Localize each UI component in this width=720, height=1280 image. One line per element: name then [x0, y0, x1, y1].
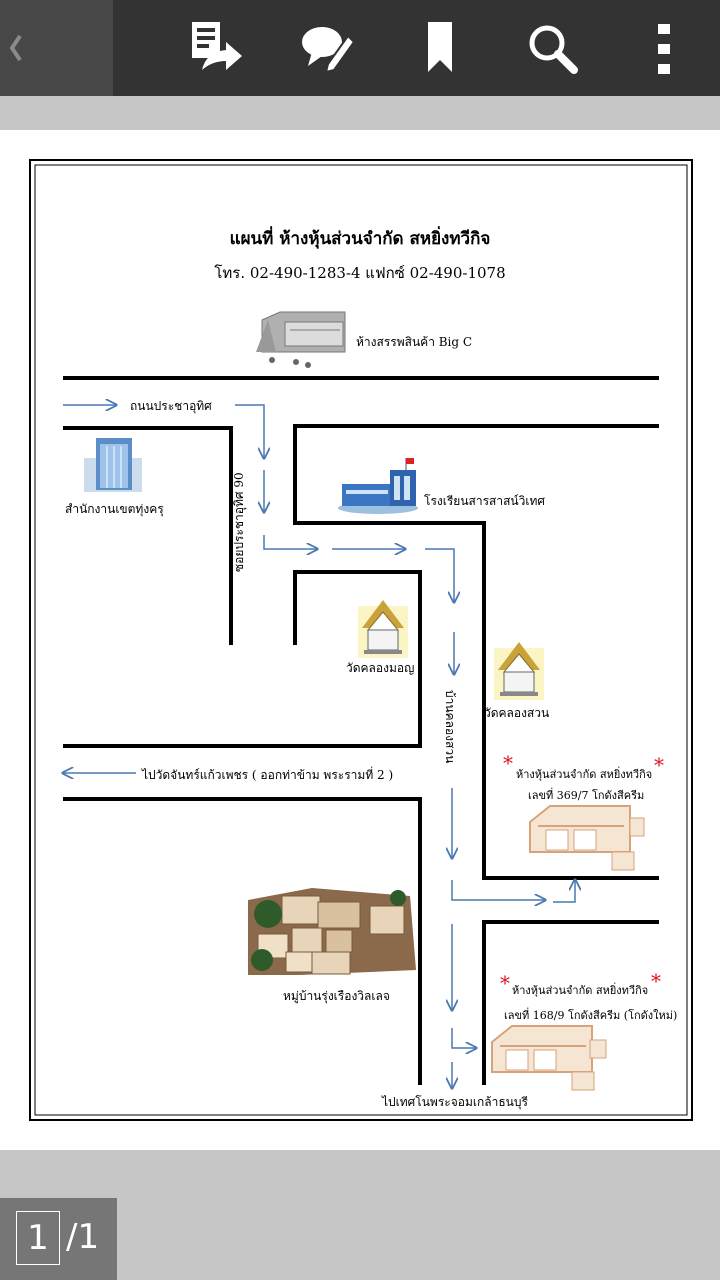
search-icon: [529, 25, 578, 74]
top-toolbar: [0, 0, 720, 96]
total-pages: /1: [66, 1217, 100, 1257]
map-frame-inner: [34, 164, 688, 1116]
arrow-up-7: [553, 880, 575, 903]
label-road1: ถนนประชาอุทิศ: [130, 399, 212, 414]
arrow-turn-right-9: [451, 1028, 476, 1048]
label-bigc: ห้างสรรพสินค้า Big C: [356, 335, 472, 349]
star-icon: *: [503, 751, 513, 775]
temple-icon-1: [358, 600, 408, 658]
star-icon: *: [654, 753, 664, 777]
page-indicator[interactable]: 1 /1: [0, 1198, 117, 1280]
export-share-button[interactable]: [180, 14, 248, 82]
annotate-button[interactable]: [294, 14, 362, 82]
search-button[interactable]: [518, 14, 586, 82]
bookmark-button[interactable]: [406, 14, 474, 82]
map-frame-outer: [29, 159, 693, 1121]
arrow-turn-down-3: [425, 548, 454, 602]
star-icon: *: [651, 969, 661, 993]
back-button[interactable]: [0, 0, 113, 96]
arrow-turn-right-1: [263, 535, 317, 549]
label-office: สำนักงานเขตทุ่งครุ: [65, 502, 164, 517]
bookmark-icon: [428, 22, 452, 72]
chevron-left-icon: [9, 34, 22, 62]
map-phone: โทร. 02-490-1283-4 แฟกซ์ 02-490-1078: [214, 264, 505, 282]
map-title: แผนที่ ห้างหุ้นส่วนจำกัด สหยิ่งทวีกิจ: [230, 226, 491, 249]
label-road2: บ้านคลองสวน: [443, 690, 457, 763]
warehouse-icon-2: [491, 1025, 607, 1091]
location-map: แผนที่ ห้างหุ้นส่วนจำกัด สหยิ่งทวีกิจ โท…: [29, 159, 693, 1121]
overflow-menu-icon: [658, 24, 670, 74]
road-block-middle: [63, 570, 422, 748]
road-block-bottom-left: [63, 797, 422, 1085]
annotate-comment-icon: [302, 27, 356, 74]
bigc-building-icon: [256, 311, 346, 368]
office-building-icon: [84, 438, 142, 492]
temple-icon-2: [494, 642, 544, 700]
label-warehouse1-name: ห้างหุ้นส่วนจำกัด สหยิ่งทวีกิจ: [516, 766, 652, 781]
road-block-left: [63, 426, 233, 645]
label-wat2: วัดคลองสวน: [484, 706, 549, 720]
label-school: โรงเรียนสารสาสน์วิเทศ: [424, 494, 545, 508]
label-soi: ซอยประชาอุทิศ 90: [232, 472, 247, 572]
warehouse-icon-1: [529, 805, 645, 871]
bottom-gray-area: [0, 1150, 720, 1280]
label-to-wat: ไปวัดจันทร์แก้วเพชร ( ออกท่าข้าม พระรามท…: [141, 766, 393, 782]
label-to-temple: ไปเทศโนพระจอมเกล้าธนบุรี: [381, 1095, 528, 1110]
label-wat1: วัดคลองมอญ: [346, 661, 414, 675]
label-warehouse2-name: ห้างหุ้นส่วนจำกัด สหยิ่งทวีกิจ: [512, 982, 648, 997]
road-block-right-top: [293, 424, 659, 880]
current-page-number[interactable]: 1: [16, 1211, 60, 1265]
school-building-icon: [338, 458, 418, 514]
village-houses-icon: [248, 888, 416, 975]
label-village: หมู่บ้านรุ่งเรืองวิลเลจ: [283, 989, 390, 1004]
document-page[interactable]: แผนที่ ห้างหุ้นส่วนจำกัด สหยิ่งทวีกิจ โท…: [0, 130, 720, 1150]
road-block-bottom-right: [482, 920, 659, 1085]
label-warehouse2-addr: เลขที่ 168/9 โกดังสีครีม (โกดังใหม่): [504, 1007, 677, 1022]
export-share-icon: [192, 22, 242, 70]
overflow-menu-button[interactable]: [630, 14, 698, 82]
star-icon: *: [500, 971, 510, 995]
arrow-turn-down-1: [235, 404, 264, 458]
label-warehouse1-addr: เลขที่ 369/7 โกดังสีครีม: [528, 787, 644, 802]
arrow-turn-right-6: [451, 880, 545, 900]
page-top-gap: [0, 96, 720, 130]
